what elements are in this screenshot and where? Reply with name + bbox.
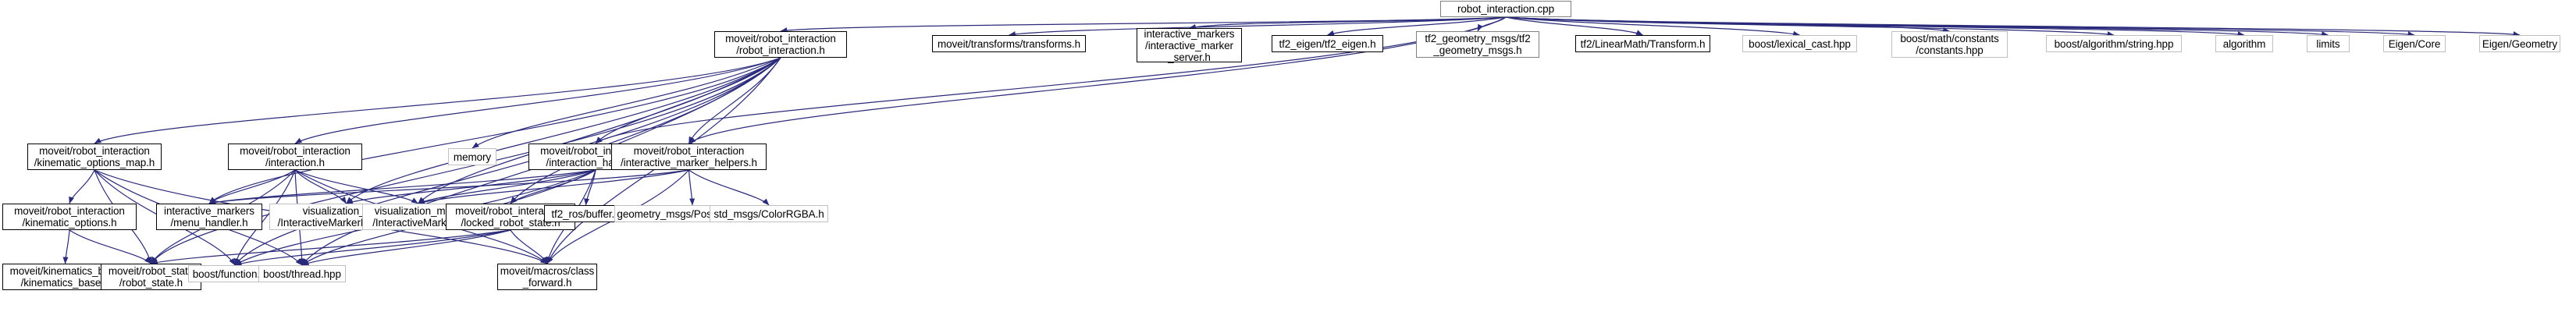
graph-node[interactable]: interactive_markers /menu_handler.h — [156, 204, 262, 230]
graph-edge — [234, 57, 781, 266]
graph-edge — [301, 229, 511, 266]
graph-node[interactable]: moveit/robot_interaction /kinematic_opti… — [27, 144, 162, 170]
graph-edge — [1505, 16, 2245, 37]
graph-node[interactable]: boost/lexical_cast.hpp — [1742, 35, 1857, 52]
graph-node[interactable]: Eigen/Core — [2383, 35, 2446, 52]
graph-node[interactable]: tf2_eigen/tf2_eigen.h — [1272, 35, 1383, 52]
graph-node[interactable]: moveit/robot_interaction /interaction.h — [228, 144, 362, 170]
graph-node[interactable]: limits — [2307, 35, 2350, 52]
graph-node-label: tf2_geometry_msgs/tf2 _geometry_msgs.h — [1425, 33, 1531, 56]
graph-node-label: tf2_ros/buffer.h — [551, 207, 621, 220]
graph-edge — [688, 169, 696, 206]
graph-node-label: boost/math/constants /constants.hpp — [1900, 33, 1999, 56]
graph-edge — [234, 229, 511, 266]
graph-node-label: interactive_markers /interactive_marker … — [1144, 27, 1235, 63]
graph-edge — [151, 57, 781, 264]
graph-edge — [346, 57, 781, 204]
graph-edge — [1327, 16, 1507, 36]
graph-node[interactable]: Eigen/Geometry — [2479, 35, 2560, 52]
graph-node-label: visualization_msgs /InteractiveMarker.h — [372, 205, 464, 229]
graph-node-label: moveit/robot_interaction /locked_robot_s… — [455, 205, 566, 229]
graph-node-label: moveit/macros/class _forward.h — [500, 265, 595, 289]
graph-node-label: memory — [453, 151, 492, 163]
graph-edge — [418, 57, 781, 204]
graph-node[interactable]: tf2/LinearMath/Transform.h — [1575, 35, 1710, 52]
graph-edge — [208, 169, 596, 205]
graph-node[interactable]: tf2_geometry_msgs/tf2 _geometry_msgs.h — [1416, 31, 1539, 58]
graph-node-label: Eigen/Geometry — [2482, 37, 2558, 50]
graph-edge — [294, 169, 418, 204]
graph-node[interactable]: moveit/robot_interaction /interactive_ma… — [611, 144, 767, 170]
graph-node[interactable]: boost/math/constants /constants.hpp — [1891, 31, 2008, 58]
graph-node-label: moveit/robot_interaction /kinematic_opti… — [14, 205, 125, 229]
graph-node[interactable]: moveit/robot_interaction /robot_interact… — [714, 31, 847, 58]
graph-edge — [546, 57, 781, 264]
graph-node-label: boost/thread.hpp — [263, 268, 341, 280]
graph-edge — [151, 229, 511, 265]
graph-edge — [471, 57, 781, 149]
graph-edge — [208, 169, 689, 205]
graph-edge — [595, 57, 781, 144]
graph-edge — [69, 169, 95, 204]
graph-node-label: Eigen/Core — [2388, 37, 2441, 50]
graph-node[interactable]: std_msgs/ColorRGBA.h — [710, 205, 828, 222]
graph-node-label: boost/lexical_cast.hpp — [1749, 37, 1851, 50]
graph-edge — [69, 229, 151, 264]
graph-node-label: tf2/LinearMath/Transform.h — [1580, 37, 1706, 50]
graph-node[interactable]: robot_interaction.cpp — [1440, 1, 1571, 17]
graph-node[interactable]: boost/thread.hpp — [258, 265, 346, 282]
graph-edge — [1505, 16, 1643, 36]
graph-edge — [780, 16, 1507, 34]
graph-edge — [62, 229, 70, 264]
graph-node-label: moveit/robot_interaction /interactive_ma… — [621, 145, 757, 168]
graph-node-label: interactive_markers /menu_handler.h — [164, 205, 254, 229]
graph-node-label: tf2_eigen/tf2_eigen.h — [1279, 37, 1376, 50]
graph-node[interactable]: interactive_markers /interactive_marker … — [1137, 27, 1242, 63]
graph-node[interactable]: moveit/macros/class _forward.h — [497, 264, 597, 290]
graph-node[interactable]: tf2_ros/buffer.h — [544, 205, 628, 222]
graph-node-label: boost/function.hpp — [192, 268, 278, 280]
graph-node[interactable]: algorithm — [2215, 35, 2273, 52]
graph-edge — [510, 229, 548, 264]
graph-node[interactable]: moveit/robot_state /robot_state.h — [101, 264, 201, 290]
graph-node-label: moveit/kinematics_base /kinematics_base.… — [9, 265, 121, 289]
graph-node-label: moveit/robot_interaction /kinematic_opti… — [34, 145, 155, 168]
graph-node-label: moveit/robot_interaction /robot_interact… — [725, 33, 836, 56]
graph-node-label: moveit/transforms/transforms.h — [937, 37, 1081, 50]
graph-edge — [1505, 16, 2521, 37]
graph-node[interactable]: moveit/transforms/transforms.h — [932, 35, 1086, 52]
graph-edge — [1189, 16, 1507, 30]
graph-edge — [301, 57, 781, 266]
graph-node[interactable]: moveit/robot_interaction /kinematic_opti… — [2, 204, 137, 230]
graph-node-label: std_msgs/ColorRGBA.h — [713, 207, 824, 220]
graph-node-label: boost/algorithm/string.hpp — [2054, 37, 2174, 50]
graph-edge — [418, 169, 689, 204]
graph-node[interactable]: boost/algorithm/string.hpp — [2046, 35, 2182, 52]
graph-edge — [294, 57, 781, 144]
graph-node-label: moveit/robot_state /robot_state.h — [108, 265, 194, 289]
graph-edge — [1505, 16, 1800, 37]
graph-edge — [208, 57, 781, 204]
graph-edge — [94, 57, 781, 144]
graph-edge — [294, 169, 347, 204]
graph-node[interactable]: memory — [448, 148, 496, 165]
graph-node-label: algorithm — [2222, 37, 2266, 50]
graph-node-label: robot_interaction.cpp — [1457, 3, 1554, 15]
graph-edge — [346, 169, 596, 204]
graph-node-label: limits — [2316, 37, 2340, 50]
graph-edge — [1009, 16, 1507, 37]
graph-edge — [418, 169, 596, 204]
graph-node-label: moveit/robot_interaction /interaction.h — [240, 145, 350, 168]
graph-edge — [688, 169, 770, 206]
